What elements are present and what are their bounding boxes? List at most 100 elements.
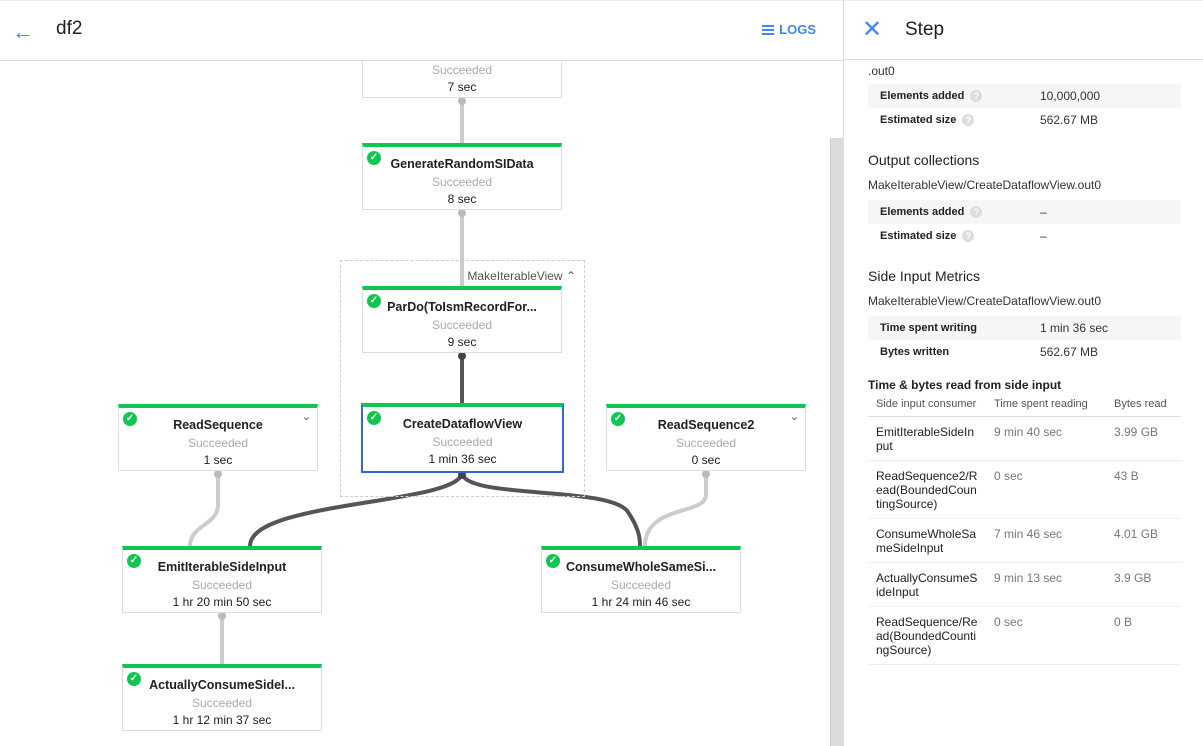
node-name: ParDo(ToIsmRecordFor... (387, 300, 537, 314)
node-time: 9 sec (447, 335, 477, 349)
chevron-up-icon: ⌃ (565, 269, 576, 283)
metric-label: Time spent writing (880, 322, 977, 334)
cell-time: 9 min 40 sec (986, 416, 1106, 461)
group-collapse-toggle[interactable]: MakeIterableView ⌃ (467, 269, 576, 283)
node-name: EmitIterableSideInput (157, 560, 287, 574)
metric-label: Elements added (880, 89, 965, 102)
job-title: df2 (56, 18, 83, 39)
node-status: Succeeded (191, 696, 253, 710)
metric-value: 562.67 MB (1040, 345, 1099, 359)
node-status: Succeeded (431, 63, 493, 77)
node-status: Succeeded (431, 318, 493, 332)
chevron-down-icon[interactable]: ⌄ (789, 411, 799, 423)
cell-bytes: 4.01 GB (1106, 518, 1181, 563)
node-time: 0 sec (691, 453, 721, 467)
section-title: Side Input Metrics (868, 268, 981, 284)
input-metrics: Elements added? 10,000,000 Estimated size… (868, 84, 1181, 132)
check-circle-icon: ✓ (546, 554, 560, 568)
check-circle-icon: ✓ (123, 412, 137, 426)
scrollbar[interactable] (830, 138, 843, 746)
edge (188, 471, 220, 547)
cell-consumer: ReadSequence2/Read(BoundedCountingSource… (868, 460, 986, 519)
node-status: Succeeded (187, 436, 249, 450)
cell-bytes: 3.9 GB (1106, 562, 1181, 607)
node-status: Succeeded (191, 578, 253, 592)
node-name: ConsumeWholeSameSi... (565, 560, 717, 574)
node-time: 7 sec (447, 80, 477, 94)
panel-title: Step (905, 19, 945, 40)
edge (460, 471, 642, 547)
help-icon[interactable]: ? (970, 206, 983, 219)
node-status: Succeeded (675, 436, 737, 450)
metric-label: Estimated size (880, 113, 957, 126)
help-icon[interactable]: ? (962, 230, 975, 243)
cell-consumer: ReadSequence/Read(BoundedCountingSource) (868, 606, 986, 665)
cell-bytes: 43 B (1106, 460, 1181, 519)
column-header: Side input consumer (868, 396, 986, 417)
output-metrics: Elements added?– Estimated size?– (868, 200, 1181, 248)
check-circle-icon: ✓ (367, 411, 381, 425)
edge (248, 471, 464, 547)
section-title: Time & bytes read from side input (868, 378, 1062, 392)
list-icon (762, 24, 775, 35)
logs-button[interactable]: LOGS (762, 22, 816, 37)
cell-time: 7 min 46 sec (986, 518, 1106, 563)
column-header: Time spent reading (986, 396, 1106, 417)
close-icon[interactable]: ✕ (862, 16, 883, 43)
node-time: 1 hr 20 min 50 sec (172, 595, 272, 609)
metric-value: 10,000,000 (1040, 89, 1101, 103)
table-row: ReadSequence/Read(BoundedCountingSource)… (868, 606, 1181, 665)
input-collection-name: .out0 (868, 64, 895, 78)
node-name: CreateDataflowView (402, 417, 523, 431)
check-circle-icon: ✓ (367, 151, 381, 165)
node-time: 1 sec (203, 453, 233, 467)
node-time: 8 sec (447, 192, 477, 206)
pipeline-graph-panel: MakeIterableView ⌃ Succeeded 7 sec ✓ Gener… (0, 0, 843, 746)
step-panel-header: ✕ Step (844, 0, 1203, 60)
column-header: Bytes read (1106, 396, 1181, 417)
cell-consumer: EmitIterableSideInput (868, 416, 986, 461)
output-collection-name: MakeIterableView/CreateDataflowView.out0 (868, 178, 1102, 192)
check-circle-icon: ✓ (127, 554, 141, 568)
step-panel-body[interactable]: .out0 Elements added? 10,000,000 Estimate… (868, 64, 1181, 665)
cell-time: 0 sec (986, 606, 1106, 665)
help-icon[interactable]: ? (970, 90, 983, 103)
metric-label: Elements added (880, 205, 965, 218)
edge (643, 471, 708, 547)
group-makeiterableview: MakeIterableView ⌃ (340, 260, 585, 497)
node-name: ActuallyConsumeSideI... (149, 678, 295, 692)
node-status: Succeeded (431, 175, 493, 189)
section-title: Output collections (868, 152, 980, 168)
chevron-down-icon[interactable]: ⌄ (301, 411, 311, 423)
metric-value: 1 min 36 sec (1040, 321, 1109, 335)
node-status: Succeeded (610, 578, 672, 592)
node-name: GenerateRandomSIData (390, 157, 534, 171)
arrow-back-icon[interactable]: ← (12, 19, 34, 44)
cell-consumer: ConsumeWholeSameSideInput (868, 518, 986, 563)
side-input-name: MakeIterableView/CreateDataflowView.out0 (868, 294, 1102, 308)
node-status: Succeeded (432, 435, 493, 449)
graph-canvas[interactable]: MakeIterableView ⌃ Succeeded 7 sec ✓ Gener… (0, 0, 843, 746)
help-icon[interactable]: ? (962, 114, 975, 127)
check-circle-icon: ✓ (127, 672, 141, 686)
check-circle-icon: ✓ (611, 412, 625, 426)
cell-bytes: 3.99 GB (1106, 416, 1181, 461)
cell-time: 0 sec (986, 460, 1106, 519)
cell-time: 9 min 13 sec (986, 562, 1106, 607)
step-panel: ✕ Step .out0 Elements added? 10,000,000 E… (843, 0, 1203, 746)
node-time: 1 min 36 sec (428, 452, 497, 466)
top-bar: ← df2 LOGS (0, 0, 843, 61)
node-name: ReadSequence (173, 418, 263, 432)
